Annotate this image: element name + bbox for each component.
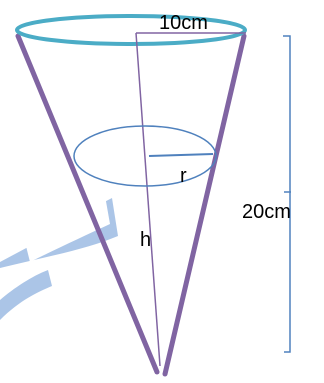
inner-circle-ellipse (73, 125, 217, 187)
watermark-logo (0, 190, 118, 320)
inner-radius-label: r (180, 165, 187, 187)
inner-radius-line (148, 153, 214, 157)
cone-right-edge (162, 33, 247, 377)
height-line (135, 32, 161, 367)
height-bracket (283, 35, 291, 353)
inner-height-label: h (140, 229, 151, 251)
height-label: 20cm (242, 201, 291, 223)
cone-rim-ellipse (15, 14, 247, 46)
top-radius-label: 10cm (159, 12, 208, 34)
cone-left-edge (15, 33, 160, 375)
